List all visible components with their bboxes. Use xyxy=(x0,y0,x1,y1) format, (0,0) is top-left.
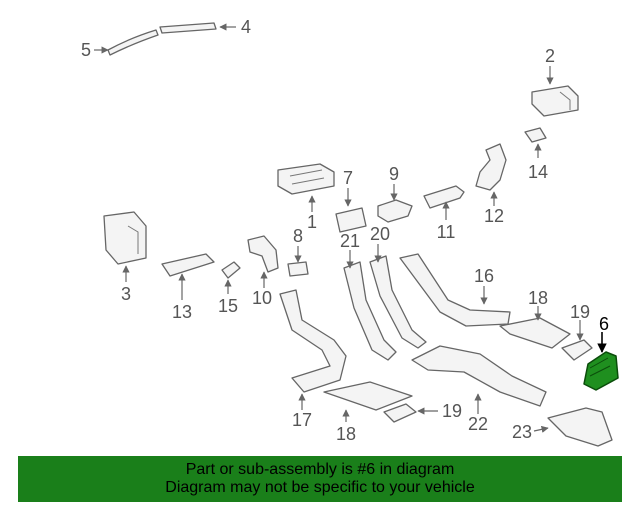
part-16-duct[interactable] xyxy=(399,253,511,327)
callout-6-highlighted: 6 xyxy=(599,314,609,334)
banner-line-1: Part or sub-assembly is #6 in diagram xyxy=(185,461,455,478)
part-13-duct[interactable] xyxy=(161,253,215,277)
callout-18-right: 18 xyxy=(528,288,548,308)
callout-15: 15 xyxy=(218,296,238,316)
part-1-vent[interactable] xyxy=(277,163,335,195)
part-10-duct[interactable] xyxy=(247,235,279,273)
callout-13: 13 xyxy=(172,302,192,322)
part-7-bracket[interactable] xyxy=(335,207,367,233)
callout-20: 20 xyxy=(370,224,390,244)
callout-3: 3 xyxy=(121,284,131,304)
part-21-duct[interactable] xyxy=(343,261,397,361)
part-22-duct[interactable] xyxy=(411,345,547,407)
part-3-vent[interactable] xyxy=(103,211,147,265)
callout-11: 11 xyxy=(437,222,456,242)
parts-diagram: 5 4 2 14 12 1 7 9 11 3 13 15 10 8 21 20 … xyxy=(81,17,619,447)
part-9-nozzle[interactable] xyxy=(377,199,413,223)
part-14-cap[interactable] xyxy=(524,127,547,143)
banner-line-2: Diagram may not be specific to your vehi… xyxy=(165,479,475,496)
part-18-duct-bottom[interactable] xyxy=(323,381,413,411)
leader-23 xyxy=(533,425,549,433)
part-23-duct[interactable] xyxy=(547,407,613,447)
part-5-molding[interactable] xyxy=(107,29,159,56)
part-11-nozzle[interactable] xyxy=(423,185,465,209)
part-18-duct-right[interactable] xyxy=(499,317,571,349)
info-banner: Part or sub-assembly is #6 in diagram Di… xyxy=(18,456,622,502)
callout-14: 14 xyxy=(528,162,548,182)
callout-1: 1 xyxy=(307,212,317,232)
callout-2: 2 xyxy=(545,46,555,66)
callout-5: 5 xyxy=(81,40,91,60)
part-12-duct[interactable] xyxy=(475,143,507,191)
callout-19-bottom: 19 xyxy=(442,401,462,421)
part-2-vent[interactable] xyxy=(531,85,579,117)
part-15-clip[interactable] xyxy=(221,261,241,279)
part-6-vent-highlighted[interactable] xyxy=(583,351,619,391)
part-4-molding[interactable] xyxy=(159,22,217,34)
part-20-duct[interactable] xyxy=(369,255,427,349)
callout-16: 16 xyxy=(474,266,494,286)
callout-17: 17 xyxy=(292,410,312,430)
part-19-gasket-bottom[interactable] xyxy=(383,403,417,423)
callout-21: 21 xyxy=(340,231,360,251)
callout-4: 4 xyxy=(241,17,251,37)
part-19-gasket-right[interactable] xyxy=(561,339,593,361)
part-8-gasket[interactable] xyxy=(287,261,309,277)
callout-7: 7 xyxy=(343,168,353,188)
callout-23: 23 xyxy=(512,422,532,442)
callout-12: 12 xyxy=(484,206,504,226)
callout-22: 22 xyxy=(468,414,488,434)
callout-10: 10 xyxy=(252,288,272,308)
callout-19-right: 19 xyxy=(570,302,590,322)
callout-8: 8 xyxy=(293,226,303,246)
callout-9: 9 xyxy=(389,164,399,184)
callout-18-bottom: 18 xyxy=(336,424,356,444)
part-17-duct[interactable] xyxy=(279,289,347,393)
